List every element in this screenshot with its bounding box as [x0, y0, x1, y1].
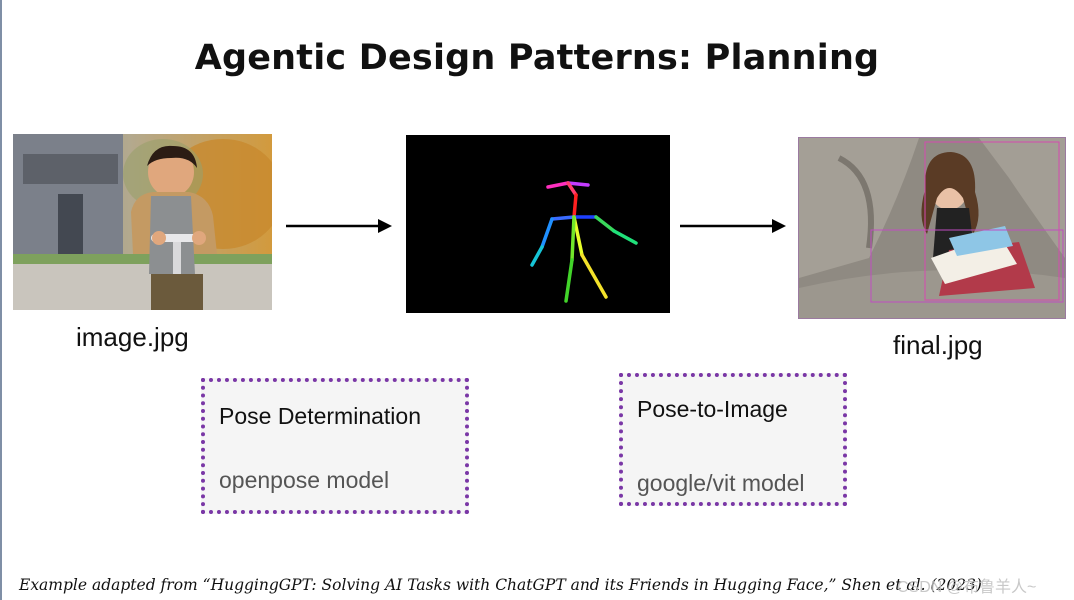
arrow-to-final — [680, 217, 786, 240]
watermark: CSDN @布鲁羊人~ — [897, 579, 1037, 596]
input-photo-boy-on-scooter — [13, 134, 272, 310]
tool-model: google/vit model — [637, 470, 805, 496]
tool-name: Pose Determination — [219, 403, 421, 429]
slide-title: Agentic Design Patterns: Planning — [194, 38, 880, 78]
input-image-caption: image.jpg — [76, 322, 189, 352]
output-image-caption: final.jpg — [893, 330, 983, 360]
tool-box-pose-determination: Pose Determination openpose model — [201, 378, 469, 514]
tool-model: openpose model — [219, 467, 390, 493]
slide-left-edge — [0, 0, 2, 600]
output-photo-girl-reading — [798, 137, 1066, 319]
tool-box-pose-to-image: Pose-to-Image google/vit model — [619, 373, 847, 506]
tool-name: Pose-to-Image — [637, 396, 788, 422]
pose-skeleton-image — [406, 135, 670, 313]
arrow-to-pose — [286, 217, 392, 240]
citation-footnote: Example adapted from “HuggingGPT: Solvin… — [19, 576, 982, 594]
